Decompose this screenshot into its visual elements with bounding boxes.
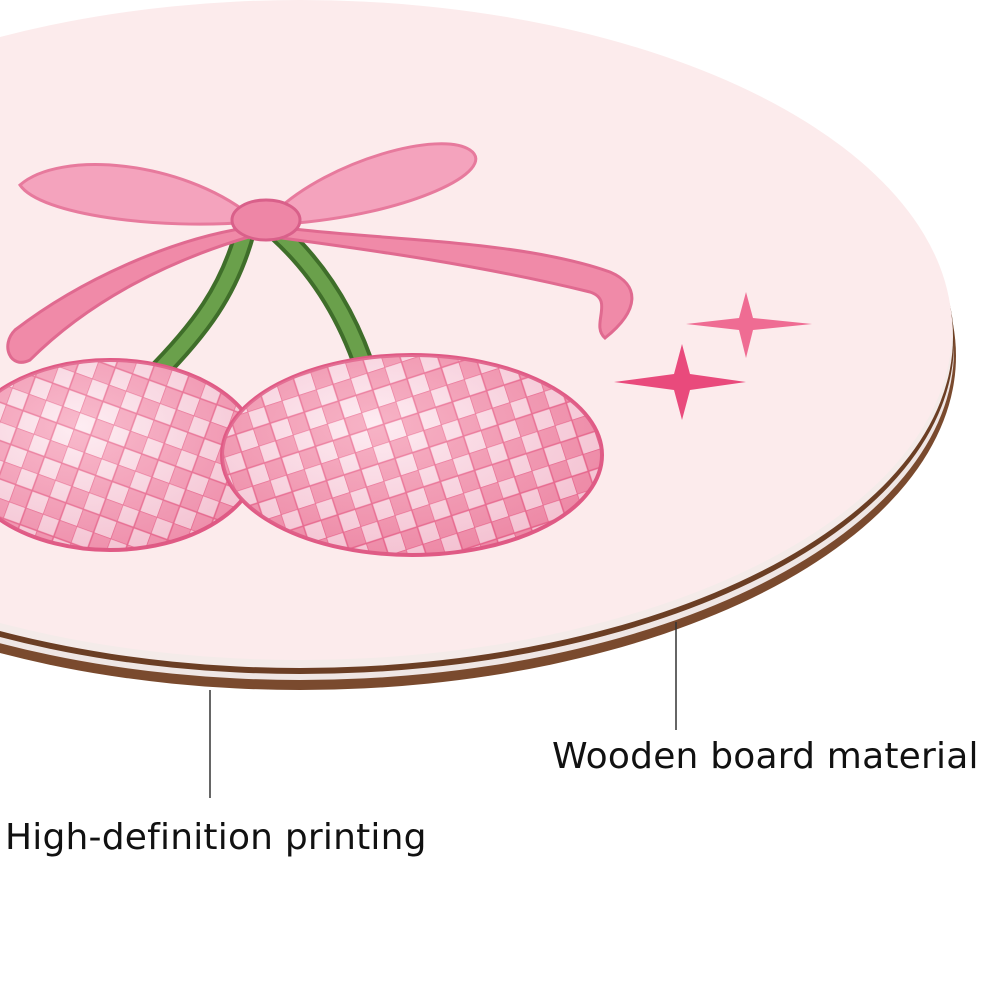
- callout-wooden-board: Wooden board material: [552, 736, 979, 777]
- bow-icon: [6, 142, 634, 364]
- callout-printing: High-definition printing: [5, 817, 427, 858]
- sparkle-icon: [686, 292, 812, 358]
- cherry-icon: [220, 353, 604, 557]
- sparkle-icon: [614, 344, 746, 420]
